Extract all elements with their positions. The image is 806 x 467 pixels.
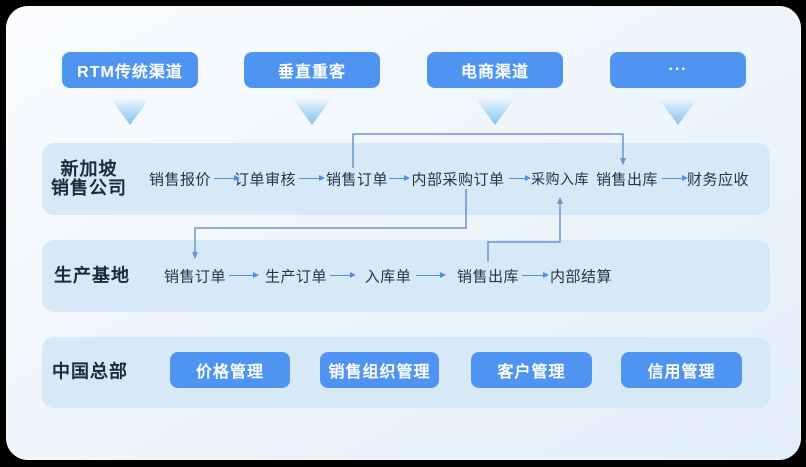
- hq-button-sales-org-management[interactable]: 销售组织管理: [320, 352, 439, 388]
- flow-arrow-icon: [662, 174, 688, 183]
- down-arrow-triangle-icon: [110, 98, 150, 125]
- down-arrow-triangle-icon: [475, 98, 515, 125]
- channel-button-rtm-traditional[interactable]: RTM传统渠道: [62, 52, 198, 88]
- flow-step: 财务应收: [686, 171, 750, 189]
- flow-arrow-icon: [299, 174, 325, 183]
- flow-arrow-icon: [330, 271, 356, 280]
- row-label-singapore-sales-company: 新加坡 销售公司: [51, 159, 127, 198]
- flow-arrow-icon: [416, 271, 446, 280]
- hq-button-customer-management[interactable]: 客户管理: [471, 352, 592, 388]
- flow-step: 销售出库: [456, 268, 520, 286]
- flow-step: 采购入库: [531, 171, 589, 187]
- flow-step: 销售订单: [325, 171, 389, 189]
- flow-arrow-icon: [522, 271, 549, 280]
- hq-button-credit-management[interactable]: 信用管理: [621, 352, 742, 388]
- flow-step: 生产订单: [264, 268, 328, 286]
- channel-button-ecommerce[interactable]: 电商渠道: [427, 52, 563, 88]
- flow-arrow-icon: [229, 271, 259, 280]
- flow-step: 订单审核: [233, 171, 297, 189]
- hq-button-price-management[interactable]: 价格管理: [170, 352, 290, 388]
- down-arrow-triangle-icon: [292, 98, 332, 125]
- flow-arrow-icon: [214, 174, 240, 183]
- flow-step: 销售订单: [163, 268, 227, 286]
- row-label-china-headquarters: 中国总部: [52, 361, 128, 382]
- channel-button-vertical-key-accounts[interactable]: 垂直重客: [244, 52, 380, 88]
- channel-button-more[interactable]: ···: [610, 52, 746, 88]
- flow-step: 销售报价: [148, 171, 212, 189]
- flow-step: 内部结算: [549, 268, 613, 286]
- flow-arrow-icon: [389, 174, 410, 183]
- row-label-production-base: 生产基地: [54, 265, 130, 286]
- flow-step: 入库单: [364, 268, 412, 286]
- down-arrow-triangle-icon: [658, 98, 698, 125]
- flow-arrow-icon: [509, 174, 531, 183]
- flow-step: 内部采购订单: [411, 171, 505, 189]
- main-card: RTM传统渠道 垂直重客 电商渠道 ···: [6, 6, 801, 460]
- flow-step: 销售出库: [595, 171, 659, 189]
